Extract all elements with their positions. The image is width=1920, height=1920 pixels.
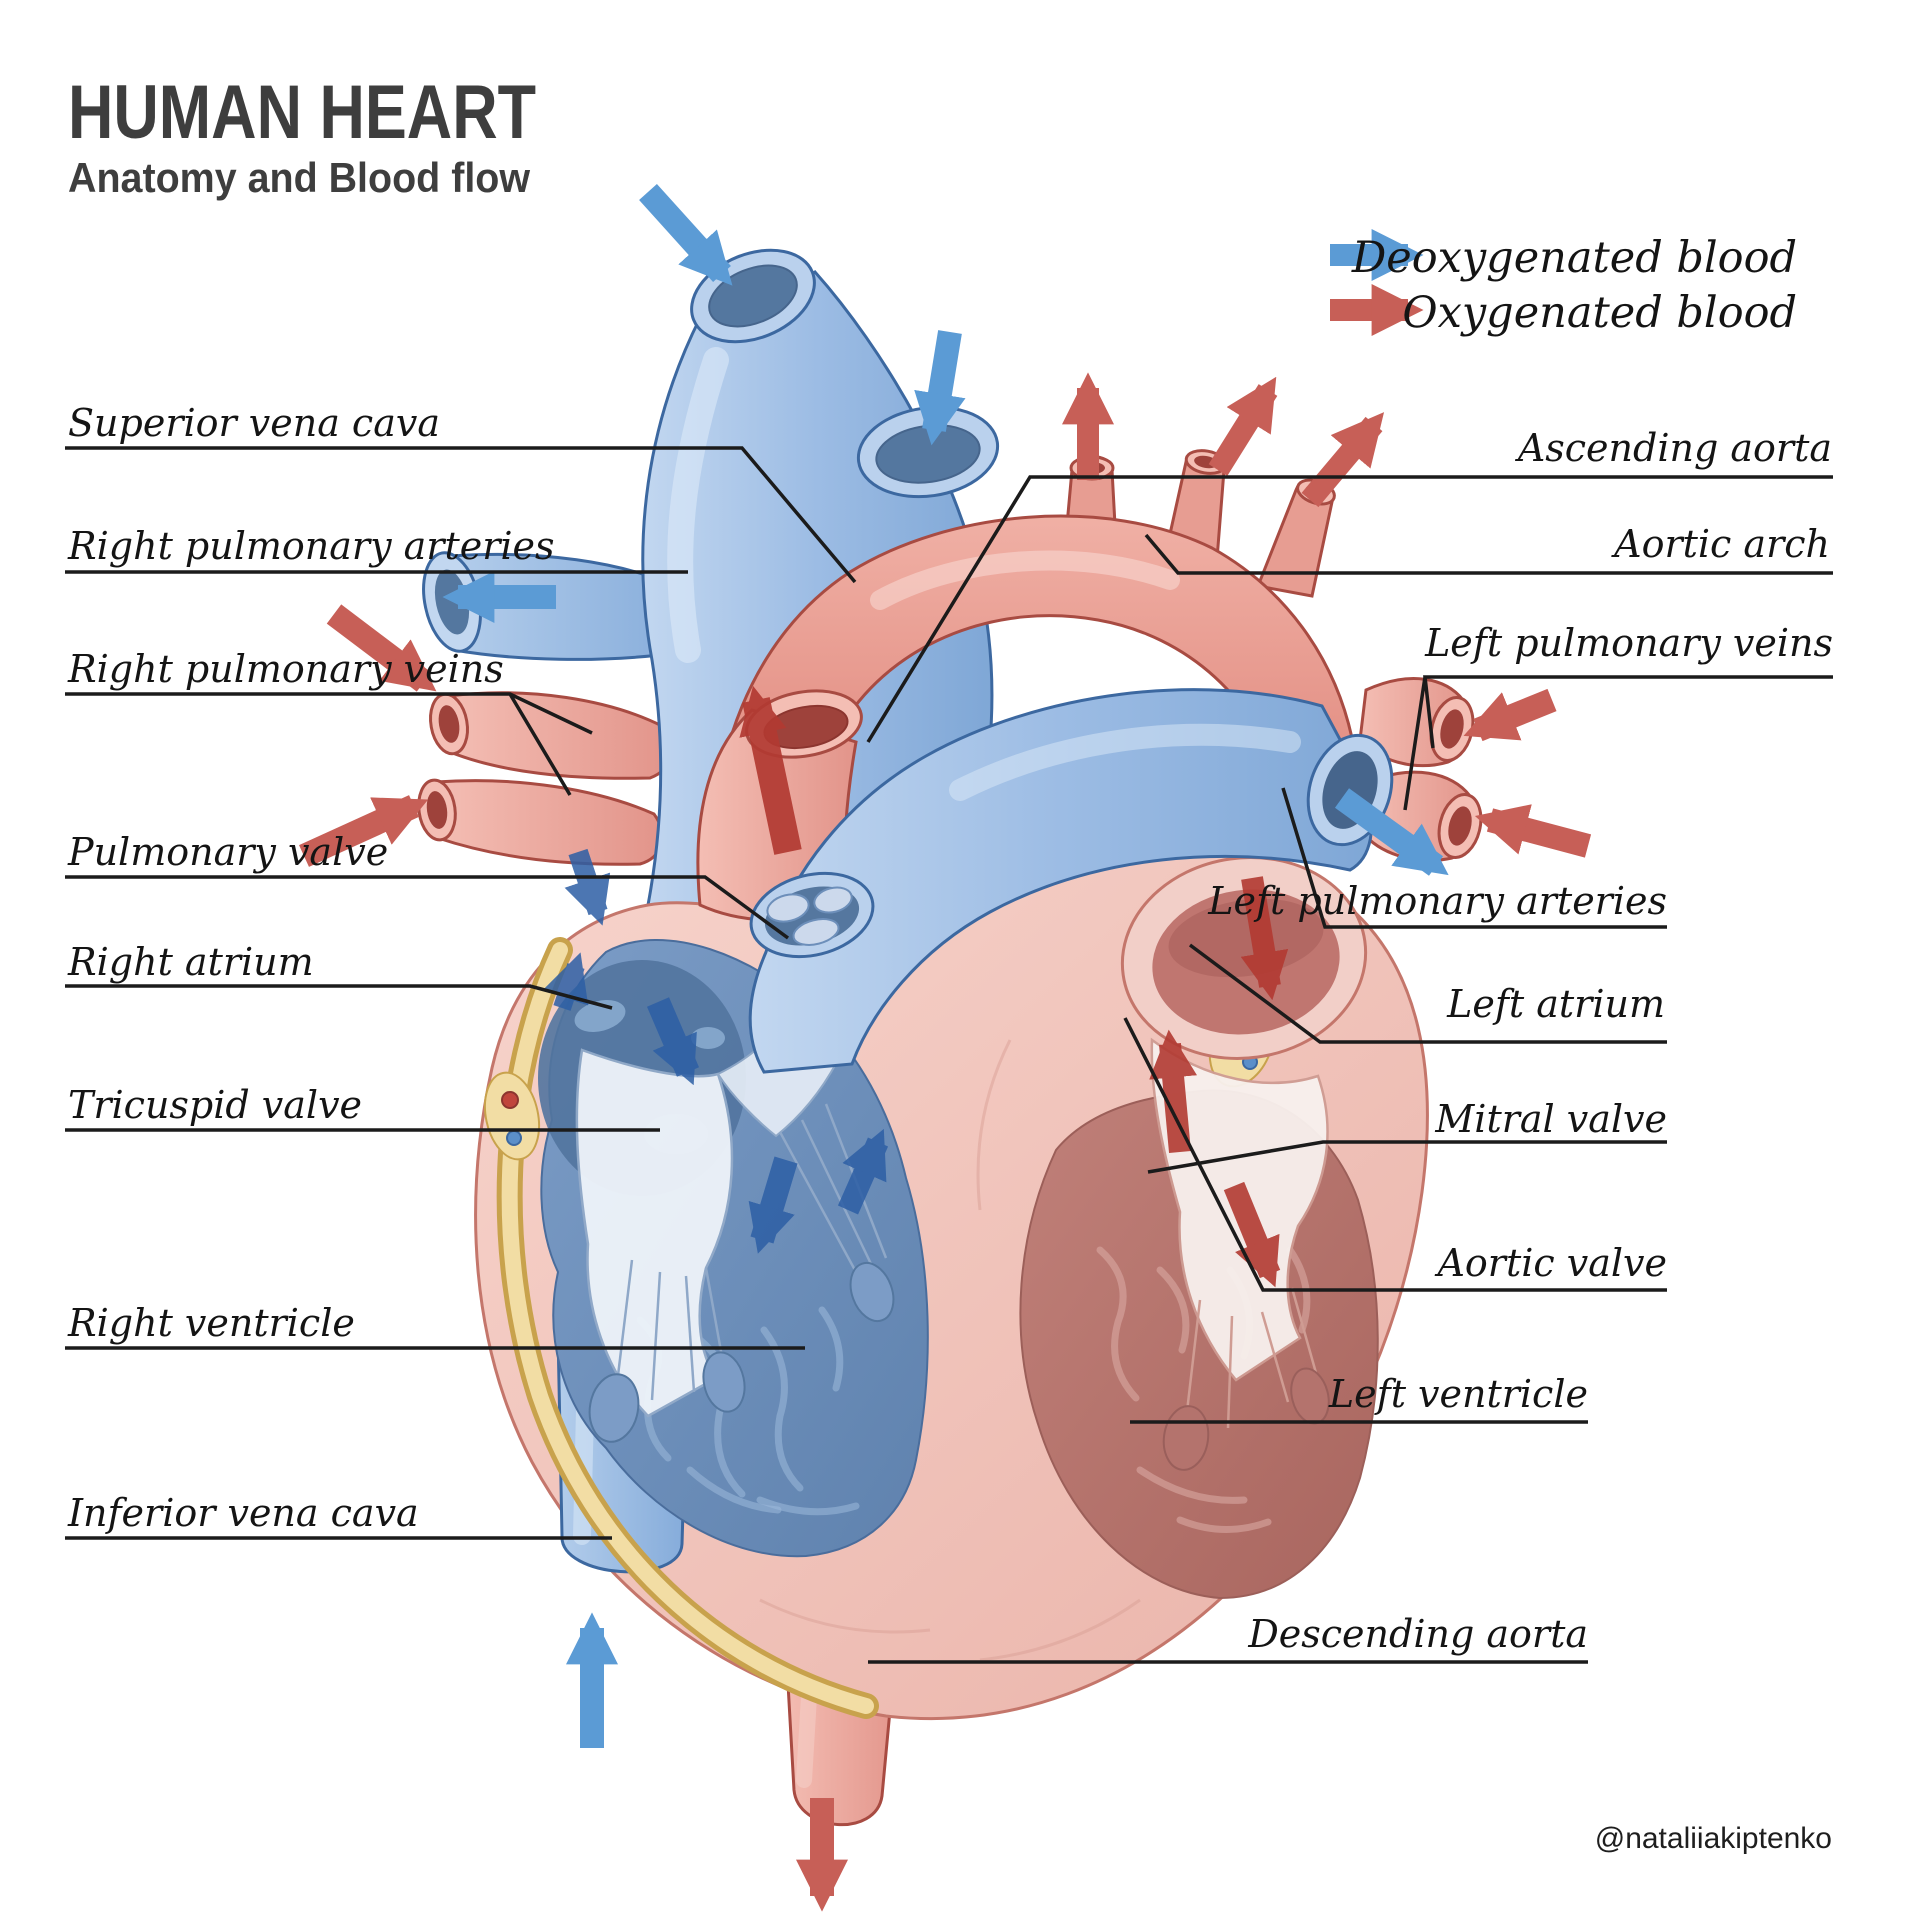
flow-arrow-into-svc: [639, 183, 733, 286]
label-inferior-vena-cava: Inferior vena cava: [67, 1491, 419, 1535]
leader-ascending-aorta: [866, 475, 1833, 743]
label-right-atrium: Right atrium: [67, 940, 314, 984]
flow-arrow-right-pulmonary-vein-lower: [299, 795, 429, 867]
flow-arrow-left-pulmonary-vein-lower: [1474, 804, 1592, 858]
anatomy-labels: Superior vena cava Right pulmonary arter…: [67, 401, 1833, 1656]
flow-arrow-left-ventricle-up: [1149, 1029, 1197, 1154]
flow-arrow-atrium-inlet: [564, 848, 611, 926]
flow-arrow-left-atrium-down: [1240, 876, 1289, 1001]
label-right-ventricle: Right ventricle: [67, 1301, 355, 1345]
legend-oxygenated-label: Oxygenated blood: [1402, 288, 1797, 338]
flow-arrow-aortic-branch-2: [1208, 376, 1278, 476]
legend-deoxygenated-label: Deoxygenated blood: [1351, 233, 1797, 283]
flow-arrow-ascending-aorta-internal: [739, 685, 802, 855]
leader-aortic-valve: [1123, 1017, 1667, 1292]
label-left-pulmonary-arteries: Left pulmonary arteries: [1207, 879, 1667, 923]
author-credit: @nataliiakiptenko: [1595, 1822, 1832, 1855]
flow-arrow-left-ventricle-down: [1223, 1181, 1281, 1288]
leader-right-atrium: [65, 984, 613, 1010]
pulmonary-trunk-vessel: [748, 688, 1394, 1074]
label-right-pulmonary-arteries: Right pulmonary arteries: [67, 524, 555, 568]
label-mitral-valve: Mitral valve: [1434, 1097, 1667, 1141]
leader-pulmonary-valve: [65, 875, 790, 940]
label-left-ventricle: Left ventricle: [1328, 1372, 1588, 1416]
flow-arrow-right-atrium-up: [542, 952, 589, 1011]
flow-arrow-to-pulmonary-valve: [837, 1128, 889, 1215]
label-right-pulmonary-veins: Right pulmonary veins: [67, 647, 504, 691]
label-pulmonary-valve: Pulmonary valve: [67, 830, 388, 874]
flow-arrow-left-pulmonary-artery: [1334, 788, 1449, 876]
label-left-pulmonary-veins: Left pulmonary veins: [1424, 621, 1833, 665]
right-pulmonary-veins-vessel: [417, 691, 674, 866]
legend: Deoxygenated blood Oxygenated blood: [1330, 229, 1797, 338]
aortic-arch-vessel: [709, 514, 1354, 894]
label-tricuspid-valve: Tricuspid valve: [68, 1083, 362, 1127]
label-aortic-valve: Aortic valve: [1434, 1241, 1667, 1285]
leader-lines: [65, 446, 1833, 1664]
flow-arrow-into-brachiocephalic-vein: [914, 330, 966, 446]
leader-mitral-valve: [1147, 1140, 1667, 1174]
flow-arrow-right-pulmonary-vein-upper: [326, 604, 437, 692]
flow-arrow-left-pulmonary-vein-upper: [1463, 688, 1557, 742]
leader-aortic-arch: [1144, 533, 1833, 575]
label-aortic-arch: Aortic arch: [1611, 522, 1830, 566]
page-subtitle: Anatomy and Blood flow: [68, 154, 530, 201]
flow-arrow-aortic-branch-3: [1301, 412, 1385, 508]
flow-arrow-through-tricuspid: [646, 997, 700, 1086]
flow-arrow-right-ventricle-down: [748, 1156, 798, 1254]
label-descending-aorta: Descending aorta: [1247, 1612, 1588, 1656]
label-left-atrium: Left atrium: [1446, 982, 1665, 1026]
leader-superior-vena-cava: [65, 446, 857, 584]
label-superior-vena-cava: Superior vena cava: [68, 401, 440, 445]
flow-arrows: [299, 183, 1592, 1912]
leader-right-pulmonary-veins: [65, 692, 593, 796]
leader-left-pulmonary-arteries: [1281, 787, 1667, 929]
leader-left-atrium: [1188, 943, 1667, 1044]
pulmonary-valve-structure: [749, 871, 875, 959]
page-title: HUMAN HEART: [68, 70, 536, 155]
leader-left-pulmonary-veins: [1403, 675, 1833, 811]
label-ascending-aorta: Ascending aorta: [1515, 426, 1832, 470]
